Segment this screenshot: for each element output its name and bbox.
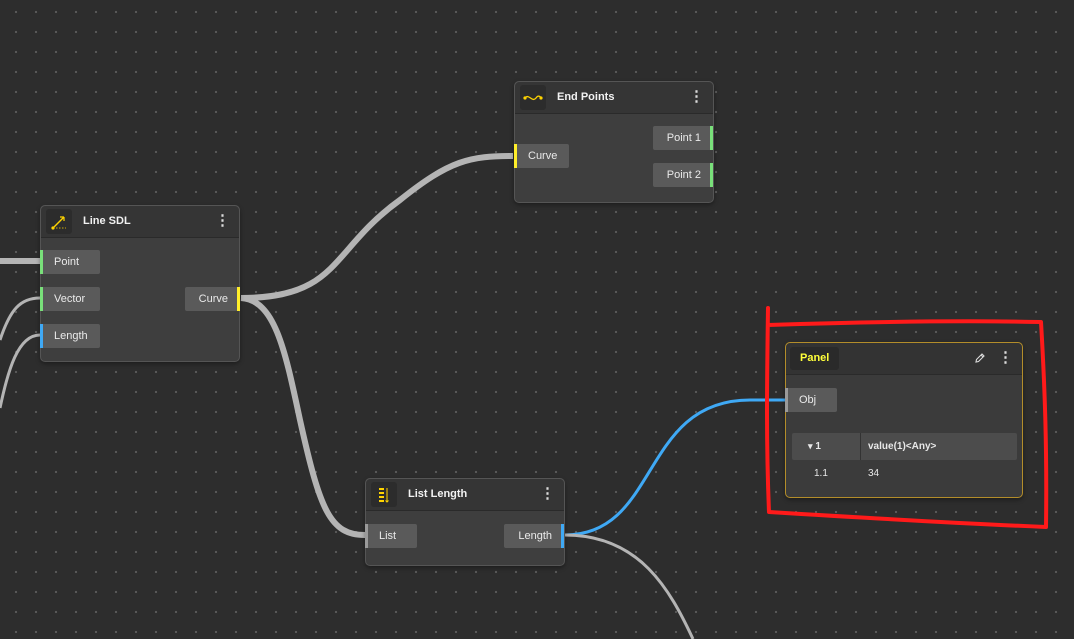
port-connector[interactable] xyxy=(237,287,240,311)
wire-vector-input[interactable] xyxy=(0,296,41,341)
wire-curve-to-listlength[interactable] xyxy=(240,295,366,538)
port-point2-output[interactable]: Point 2 xyxy=(653,163,713,187)
branch-label: 1 xyxy=(815,441,821,452)
data-tree-header[interactable]: ▾ 1 value(1)<Any> xyxy=(792,433,1017,460)
port-connector[interactable] xyxy=(514,144,517,168)
port-label: Vector xyxy=(54,293,86,305)
node-menu-icon[interactable]: ⋮ xyxy=(998,349,1013,366)
port-label: Point 1 xyxy=(666,132,701,144)
node-title: Line SDL xyxy=(83,215,131,227)
node-title: List Length xyxy=(408,488,468,500)
port-curve-input[interactable]: Curve xyxy=(514,144,569,168)
node-header[interactable]: End Points ⋮ xyxy=(515,82,713,114)
port-label: Length xyxy=(518,530,552,542)
chevron-down-icon[interactable]: ▾ xyxy=(808,441,813,451)
port-connector[interactable] xyxy=(365,524,368,548)
edit-pencil-icon[interactable] xyxy=(974,351,986,369)
line-sdl-node[interactable]: Line SDL ⋮ Point Vector Length Curve xyxy=(40,205,240,362)
line-sdl-icon xyxy=(46,209,72,234)
port-obj-input[interactable]: Obj xyxy=(785,388,837,412)
port-connector[interactable] xyxy=(561,524,564,548)
node-header[interactable]: List Length ⋮ xyxy=(366,479,564,511)
port-list-input[interactable]: List xyxy=(365,524,417,548)
port-label: Curve xyxy=(528,150,558,162)
port-label: Length xyxy=(54,330,88,342)
port-label: Point xyxy=(54,256,80,268)
wire-length-downstream[interactable] xyxy=(564,533,695,639)
wire-length-to-panel[interactable] xyxy=(564,398,786,537)
wire-curve-to-endpoints[interactable] xyxy=(240,153,514,301)
node-menu-icon[interactable]: ⋮ xyxy=(540,485,555,502)
port-label: Point 2 xyxy=(666,169,701,181)
panel-title: Panel xyxy=(790,347,840,370)
port-label: List xyxy=(379,530,397,542)
port-connector[interactable] xyxy=(710,163,713,187)
port-connector[interactable] xyxy=(710,126,713,150)
item-value: 34 xyxy=(868,468,880,479)
panel-node[interactable]: Panel ⋮ Obj ▾ 1 value(1)<Any> 1.1 34 xyxy=(785,342,1023,498)
port-connector[interactable] xyxy=(40,324,43,348)
port-point1-output[interactable]: Point 1 xyxy=(653,126,713,150)
node-title: End Points xyxy=(557,91,615,103)
port-label: Curve xyxy=(198,293,228,305)
port-connector[interactable] xyxy=(785,388,788,412)
port-label: Obj xyxy=(799,394,817,406)
branch-value-header: value(1)<Any> xyxy=(868,441,937,452)
port-length-input[interactable]: Length xyxy=(40,324,100,348)
port-point-input[interactable]: Point xyxy=(40,250,100,274)
port-curve-output[interactable]: Curve xyxy=(185,287,240,311)
port-connector[interactable] xyxy=(40,287,43,311)
list-length-node[interactable]: List Length ⋮ List Length xyxy=(365,478,565,566)
port-connector[interactable] xyxy=(40,250,43,274)
item-index: 1.1 xyxy=(814,468,828,479)
end-points-icon xyxy=(520,85,546,110)
branch-toggle[interactable]: ▾ 1 xyxy=(808,441,821,452)
end-points-node[interactable]: End Points ⋮ Curve Point 1 Point 2 xyxy=(514,81,714,203)
data-tree-row[interactable]: 1.1 34 xyxy=(792,462,1017,486)
node-menu-icon[interactable]: ⋮ xyxy=(215,212,230,229)
tree-divider xyxy=(860,433,861,460)
port-length-output[interactable]: Length xyxy=(504,524,564,548)
node-header[interactable]: Panel ⋮ xyxy=(786,343,1022,375)
port-vector-input[interactable]: Vector xyxy=(40,287,100,311)
list-length-icon xyxy=(371,482,397,507)
wire-length-input[interactable] xyxy=(0,333,41,409)
node-header[interactable]: Line SDL ⋮ xyxy=(41,206,239,238)
node-menu-icon[interactable]: ⋮ xyxy=(689,88,704,105)
